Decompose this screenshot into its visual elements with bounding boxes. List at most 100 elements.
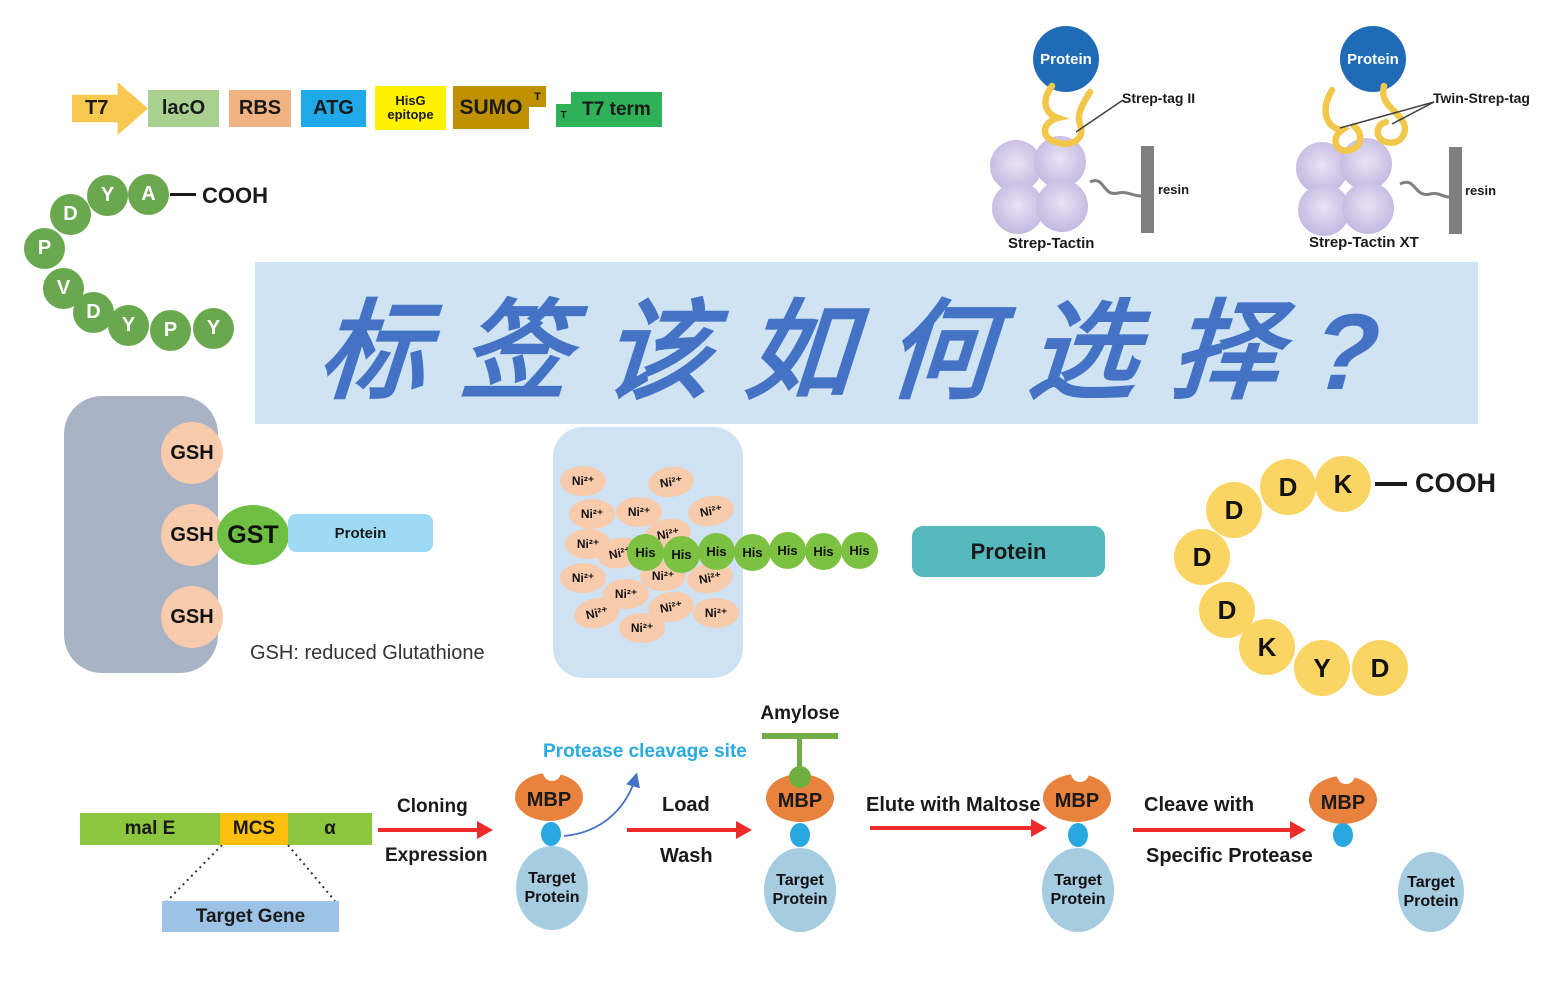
sumo-t-site-box: T	[529, 86, 546, 107]
mbp-ellipse: MBP	[1309, 776, 1377, 824]
his-residue: His	[627, 534, 664, 571]
wash-label: Wash	[660, 845, 713, 867]
ha-residue: P	[150, 310, 191, 351]
flag-residue: D	[1260, 459, 1316, 515]
mbp-ellipse: MBP	[1043, 774, 1111, 822]
alpha-box: α	[288, 813, 372, 845]
strep-tag-ii-label: Strep-tag II	[1122, 90, 1196, 106]
his-residue: His	[698, 533, 735, 570]
mcs-expansion-lines-icon	[166, 845, 336, 902]
ha-cooh-bond	[170, 193, 196, 196]
cloning-label: Cloning	[397, 796, 468, 817]
his-protein-box: Protein	[912, 526, 1105, 577]
laco-box: lacO	[148, 90, 219, 127]
resin-label: resin	[1465, 183, 1497, 198]
elute-arrow	[870, 819, 1047, 837]
linker-dot	[1333, 823, 1353, 847]
gsh-circle: GSH	[161, 422, 223, 484]
target-protein-ellipse: Target Protein	[1398, 852, 1464, 932]
mbp-binding-notch	[1071, 764, 1089, 782]
gst-ellipse: GST	[217, 505, 289, 565]
amylose-stem	[797, 737, 802, 769]
amylose-bar	[762, 733, 838, 739]
cloning-arrow	[378, 821, 493, 839]
specific-protease-label: Specific Protease	[1146, 845, 1313, 867]
mbp-binding-notch	[543, 763, 561, 781]
his-residue: His	[663, 536, 700, 573]
ha-residue: Y	[193, 308, 234, 349]
flag-residue: Y	[1294, 640, 1350, 696]
gsh-circle: GSH	[161, 586, 223, 648]
flag-cooh-label: COOH	[1415, 468, 1496, 498]
flag-residue: K	[1239, 619, 1295, 675]
t7-promoter-arrow: T7	[72, 82, 148, 135]
protease-cleavage-site-label: Protease cleavage site	[543, 741, 747, 762]
hisg-line1: HisG	[395, 93, 426, 108]
ha-cooh-label: COOH	[202, 183, 268, 208]
ha-residue: D	[50, 194, 91, 235]
ha-residue: D	[73, 292, 114, 333]
his-residue: His	[805, 533, 842, 570]
ha-residue: Y	[87, 175, 128, 216]
flag-residue: K	[1315, 456, 1371, 512]
target-protein-label: Target Protein	[772, 872, 828, 908]
sumo-box: SUMO	[453, 86, 529, 129]
target-protein-label: Target Protein	[524, 870, 580, 906]
strep-left-linework-icon	[1041, 82, 1142, 198]
hisg-epitope-box: HisG epitope	[375, 86, 446, 130]
nickel-ion: Ni²⁺	[616, 497, 662, 527]
mbp-binding-notch	[1337, 766, 1355, 784]
amylose-bead	[789, 766, 811, 788]
t7-promoter-label: T7	[85, 97, 109, 119]
his-residue: His	[734, 534, 771, 571]
elute-label: Elute with Maltose	[866, 794, 1041, 816]
flag-residue: D	[1206, 482, 1262, 538]
t7-terminator-box: T7 term	[571, 92, 662, 127]
mbp-ellipse: MBP	[766, 774, 834, 822]
cleave-with-label: Cleave with	[1144, 794, 1255, 816]
load-label: Load	[662, 794, 710, 816]
term-t-site-box: T	[556, 104, 571, 127]
male-gene-box: mal E	[80, 813, 220, 845]
nickel-ion: Ni²⁺	[560, 466, 606, 496]
ha-residue: P	[24, 228, 65, 269]
hisg-line2: epitope	[387, 107, 434, 122]
nickel-ion: Ni²⁺	[619, 613, 665, 643]
cleave-arrow	[1133, 821, 1306, 839]
linker-dot	[1068, 823, 1088, 847]
linker-dot	[541, 822, 561, 846]
linker-dot	[790, 823, 810, 847]
amylose-label: Amylose	[760, 703, 840, 724]
twin-strep-tag-label: Twin-Strep-tag	[1433, 90, 1530, 106]
mcs-box: MCS	[220, 813, 288, 845]
target-protein-label: Target Protein	[1050, 872, 1106, 908]
nickel-ion: Ni²⁺	[693, 598, 739, 628]
twin-strep-linework-icon	[1322, 82, 1450, 199]
rbs-box: RBS	[229, 90, 291, 127]
nickel-ion: Ni²⁺	[569, 499, 615, 529]
strep-tactin-xt-lobe	[1342, 182, 1394, 234]
page-title: 标签该如何选择?	[314, 291, 1418, 412]
strep-tactin-lobe	[992, 182, 1044, 234]
gst-protein-box: Protein	[288, 514, 433, 552]
atg-box: ATG	[301, 90, 366, 127]
flag-cooh-bond	[1375, 482, 1407, 486]
strep-tactin-xt-label: Strep-Tactin XT	[1309, 234, 1419, 251]
protein-circle: Protein	[1340, 26, 1406, 92]
nickel-ion: Ni²⁺	[560, 563, 606, 593]
cleavage-pointer-arrow-icon	[563, 772, 640, 837]
ha-residue: A	[128, 174, 169, 215]
resin-bar	[1449, 147, 1462, 234]
target-protein-ellipse: Target Protein	[516, 846, 588, 930]
target-protein-ellipse: Target Protein	[764, 848, 836, 932]
load-wash-arrow	[627, 821, 752, 839]
strep-tactin-label: Strep-Tactin	[1008, 235, 1095, 252]
target-protein-label: Target Protein	[1403, 874, 1459, 910]
expression-label: Expression	[385, 845, 488, 866]
title-banner: 标签该如何选择?	[255, 262, 1478, 424]
nickel-ion: Ni²⁺	[603, 579, 649, 609]
his-residue: His	[841, 532, 878, 569]
ha-residue: Y	[108, 305, 149, 346]
strep-tactin-xt-lobe	[1340, 138, 1392, 190]
target-gene-box: Target Gene	[162, 901, 339, 932]
